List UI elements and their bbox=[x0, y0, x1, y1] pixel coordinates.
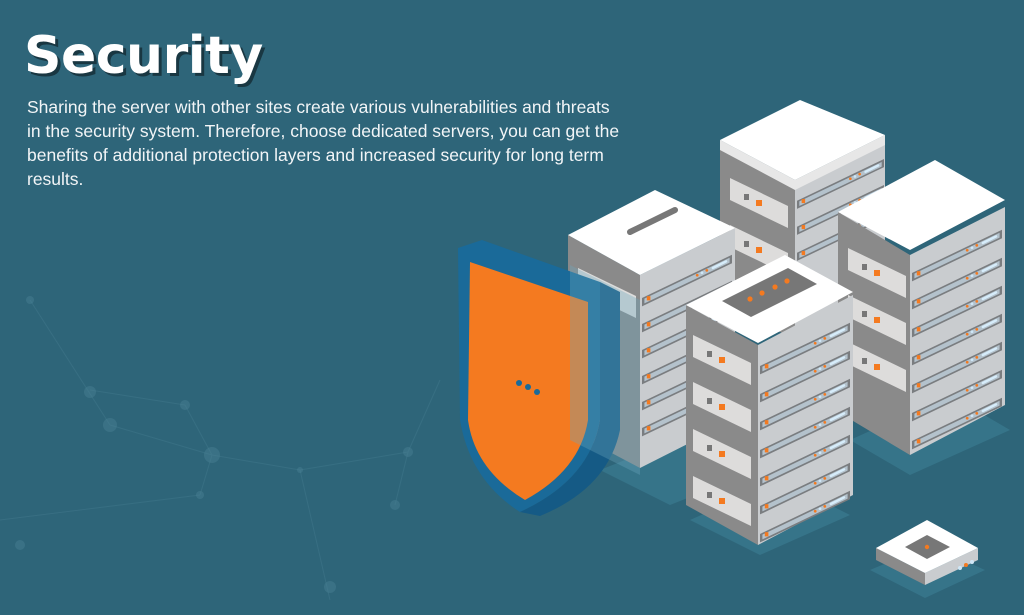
server-rack-front bbox=[686, 255, 853, 545]
page-title: Security bbox=[24, 26, 263, 86]
shield-icon bbox=[458, 240, 620, 516]
description-paragraph: Sharing the server with other sites crea… bbox=[27, 97, 620, 189]
shield-glass-panel bbox=[570, 265, 640, 475]
router-device bbox=[876, 520, 978, 585]
server-rack-right bbox=[838, 160, 1005, 455]
